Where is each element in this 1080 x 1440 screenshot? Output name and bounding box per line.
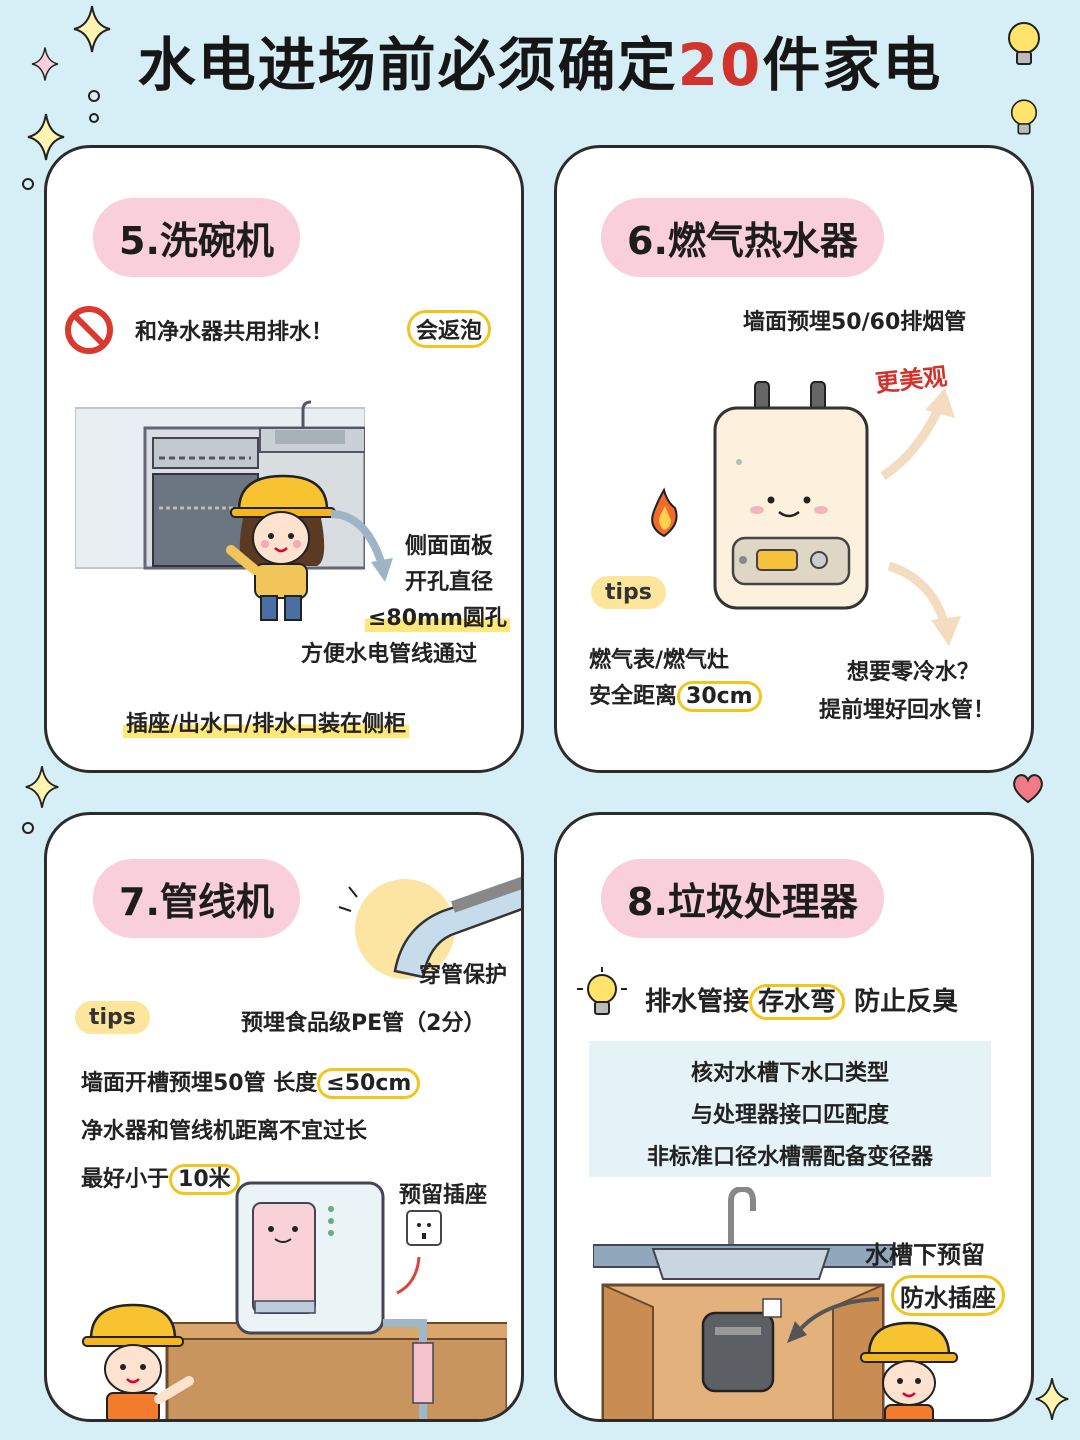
heart-icon <box>1013 774 1043 804</box>
max-label: 最好小于 <box>81 1167 170 1192</box>
side-note-line3: ≤80mm圆孔 <box>365 600 510 632</box>
groove-line: 墙面开槽预埋50管 长度≤50cm <box>81 1065 421 1099</box>
check-box: 核对水槽下水口类型 与处理器接口匹配度 非标准口径水槽需配备变径器 <box>589 1041 991 1177</box>
pipe-tag: 穿管保护 <box>419 963 508 988</box>
sparkle-icon <box>1035 1378 1069 1420</box>
card-garbage-disposal: 8.垃圾处理器 排水管接存水弯 防止反臭 核对水槽下水口类型 与处理器接口匹配度… <box>554 812 1034 1422</box>
pe-note: 预埋食品级PE管（2分） <box>241 1011 486 1036</box>
warning-text: 和净水器共用排水！ <box>135 320 334 345</box>
sink-note-line2: 防水插座 <box>891 1275 1005 1316</box>
worker-character <box>82 1303 194 1419</box>
worker-character <box>860 1321 958 1419</box>
title-number: 20 <box>677 31 763 99</box>
check-line3: 非标准口径水槽需配备变径器 <box>646 1145 933 1170</box>
worker-character <box>226 474 336 621</box>
drain-line: 排水管接存水弯 防止反臭 <box>645 981 959 1020</box>
return-line1: 想要零冷水？ <box>847 660 980 685</box>
groove-label: 墙面开槽预埋50管 长度 <box>81 1071 318 1096</box>
sparkle-icon <box>31 47 59 81</box>
circle-dot-icon <box>22 822 34 834</box>
side-note-line2: 开孔直径 <box>405 570 494 595</box>
title-tail: 件家电 <box>762 31 943 99</box>
check-line1: 核对水槽下水口类型 <box>690 1061 889 1086</box>
title-main: 水电进场前必须确定 <box>137 31 678 99</box>
circle-dot-icon <box>88 90 100 123</box>
sparkle-icon <box>25 766 59 808</box>
card-heading: 7.管线机 <box>93 859 300 938</box>
lightbulb-icon <box>577 967 627 1015</box>
arrow-up-icon <box>880 388 955 480</box>
lightbulb-icon <box>1010 99 1038 135</box>
warning-tag: 会返泡 <box>407 310 492 348</box>
socket-note: 预留插座 <box>399 1183 488 1208</box>
page-title: 水电进场前必须确定20件家电 <box>0 18 1080 102</box>
sparkle-icon <box>73 5 111 53</box>
drain-label: 排水管接 <box>645 987 750 1017</box>
circle-dot-icon <box>22 178 34 190</box>
card-gas-water-heater: 6.燃气热水器 墙面预埋50/60排烟管 更美观 tips 燃气表/燃气灶 安全… <box>554 145 1034 773</box>
arrow-left-icon <box>787 1297 880 1343</box>
safety-distance: 30cm <box>677 681 762 712</box>
dispenser-illustration <box>156 1181 507 1419</box>
lightbulb-icon <box>1008 22 1040 65</box>
safety-line1: 燃气表/燃气灶 <box>589 648 730 673</box>
groove-length: ≤50cm <box>317 1068 421 1099</box>
check-line2: 与处理器接口匹配度 <box>690 1103 889 1128</box>
card-heading: 8.垃圾处理器 <box>601 859 884 938</box>
sink-note-line1: 水槽下预留 <box>865 1241 985 1269</box>
return-line2: 提前埋好回水管！ <box>819 698 996 723</box>
card-heading: 6.燃气热水器 <box>601 198 884 277</box>
card-heading: 5.洗碗机 <box>93 198 300 277</box>
sparkle-icon <box>27 113 65 161</box>
side-note-line1: 侧面面板 <box>405 534 494 559</box>
drain-purpose: 防止反臭 <box>854 987 959 1017</box>
pipe-sleeve-illustration <box>338 876 521 979</box>
bottom-note: 插座/出水口/排水口装在侧柜 <box>123 706 410 738</box>
flue-note: 墙面预埋50/60排烟管 <box>743 310 967 335</box>
drain-trap: 存水弯 <box>749 984 846 1020</box>
safety-label: 安全距离 <box>589 684 678 709</box>
card-pipeline-dispenser: 7.管线机 穿管保护 tips 预埋食品级PE管（2分） 墙面开槽预埋50管 长… <box>44 812 524 1422</box>
curved-arrow-icon <box>330 510 393 582</box>
tips-badge: tips <box>591 576 666 609</box>
side-note-line4: 方便水电管线通过 <box>301 642 478 667</box>
flame-icon <box>651 487 678 538</box>
distance-line: 净水器和管线机距离不宜过长 <box>81 1119 368 1144</box>
arrow-down-icon <box>887 561 961 646</box>
max-distance: 10米 <box>169 1164 240 1195</box>
card-dishwasher: 5.洗碗机 和净水器共用排水！ 会返泡 侧面面板 开孔直径 ≤80mm圆 <box>44 145 524 773</box>
water-heater-illustration <box>713 381 869 610</box>
tips-badge: tips <box>75 1001 150 1034</box>
prohibited-icon <box>65 306 113 354</box>
